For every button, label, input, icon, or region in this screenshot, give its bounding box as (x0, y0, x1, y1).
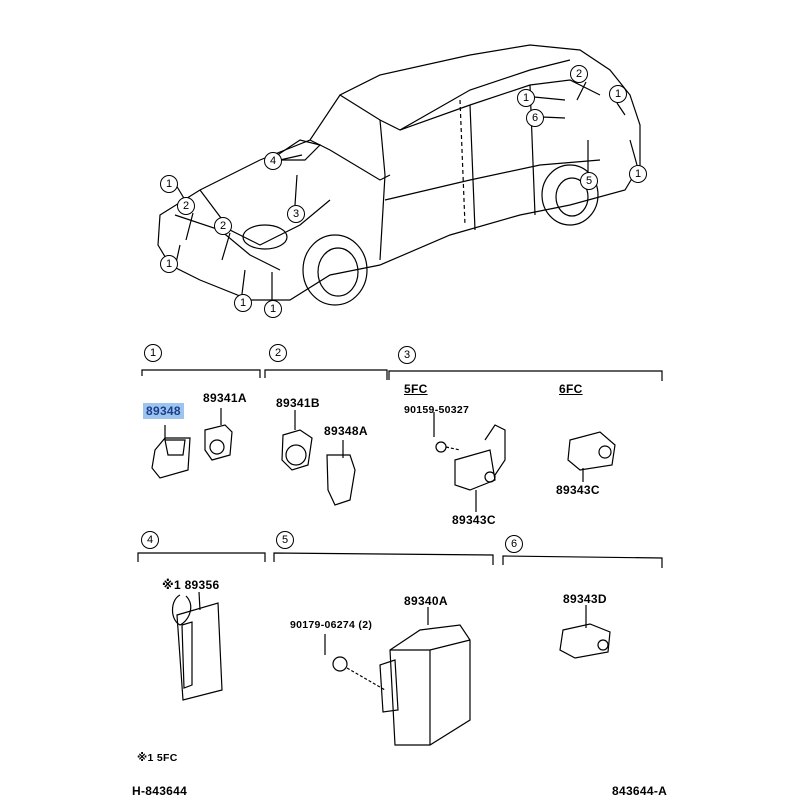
section-1-number: 1 (144, 344, 162, 362)
callout-1[interactable]: 1 (160, 175, 178, 193)
callout-6[interactable]: 6 (526, 109, 544, 127)
section-6-number: 6 (505, 535, 523, 553)
part-label[interactable]: 89343C (556, 483, 600, 497)
callout-1[interactable]: 1 (629, 165, 647, 183)
part-label[interactable]: 89340A (404, 594, 448, 608)
callout-1[interactable]: 1 (609, 85, 627, 103)
part-label[interactable]: 89341B (276, 396, 320, 410)
callout-1[interactable]: 1 (264, 300, 282, 318)
section-5-number: 5 (276, 531, 294, 549)
footer-left-code: H-843644 (132, 784, 188, 798)
callout-1[interactable]: 1 (517, 89, 535, 107)
part-label[interactable]: 90179-06274 (2) (290, 619, 373, 631)
footer-right-code: 843644-A (612, 784, 668, 798)
callout-3[interactable]: 3 (287, 205, 305, 223)
part-label[interactable]: 89343C (452, 513, 496, 527)
callout-2[interactable]: 2 (177, 197, 195, 215)
part-label[interactable]: 90159-50327 (404, 404, 470, 416)
callout-2[interactable]: 2 (570, 65, 588, 83)
callout-1[interactable]: 1 (234, 294, 252, 312)
callout-1[interactable]: 1 (160, 255, 178, 273)
callout-5[interactable]: 5 (580, 172, 598, 190)
callout-2[interactable]: 2 (214, 217, 232, 235)
part-label[interactable]: 89343D (563, 592, 607, 606)
callout-4[interactable]: 4 (264, 152, 282, 170)
variant-label-6fc: 6FC (559, 382, 583, 396)
part-89348-highlighted[interactable]: 89348 (143, 403, 184, 419)
footnote: ※1 5FC (137, 752, 178, 764)
part-label[interactable]: 89341A (203, 391, 247, 405)
car-illustration (157, 44, 641, 306)
variant-label-5fc: 5FC (404, 382, 428, 396)
part-label[interactable]: 89348A (324, 424, 368, 438)
section-2-number: 2 (269, 344, 287, 362)
part-label[interactable]: ※1 89356 (162, 578, 220, 592)
section-3-number: 3 (398, 346, 416, 364)
section-4-number: 4 (141, 531, 159, 549)
